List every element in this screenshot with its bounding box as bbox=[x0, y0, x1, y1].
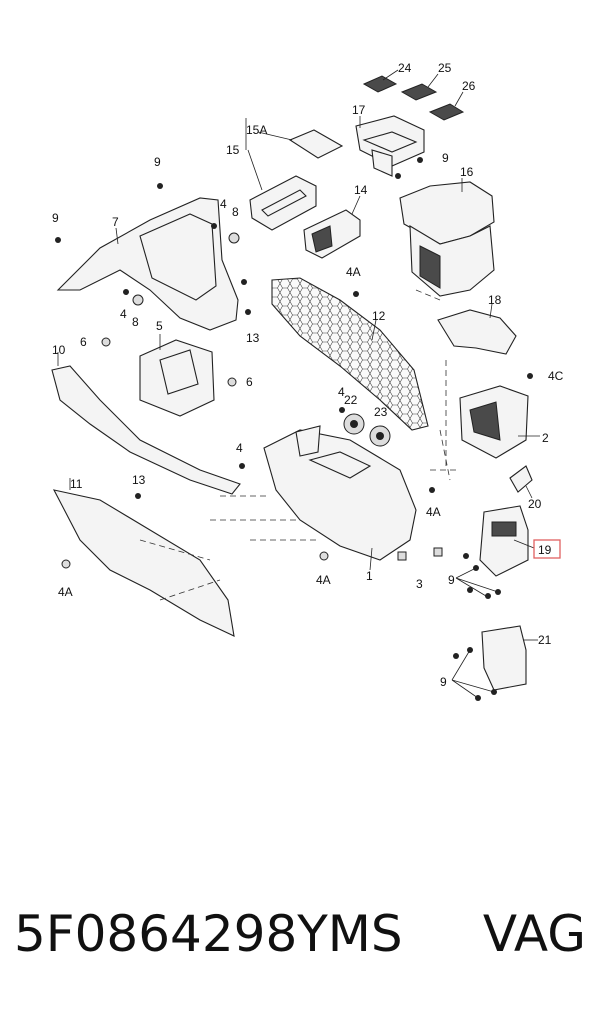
callout-4-center: 4 bbox=[338, 385, 345, 399]
callout-9-vent: 9 bbox=[448, 573, 455, 587]
callout-18: 18 bbox=[488, 293, 502, 307]
part-5-gear-housing bbox=[139, 334, 215, 417]
callout-16: 16 bbox=[460, 165, 474, 179]
callout-21: 21 bbox=[538, 633, 552, 647]
callout-14: 14 bbox=[354, 183, 368, 197]
callout-4A-top: 4A bbox=[346, 265, 361, 279]
callout-4A-center: 4A bbox=[316, 573, 331, 587]
callout-15A: 15A bbox=[246, 123, 267, 137]
callout-25: 25 bbox=[438, 61, 452, 75]
callout-6-right: 6 bbox=[246, 375, 253, 389]
part-25-mat bbox=[400, 73, 439, 101]
callout-2: 2 bbox=[542, 431, 549, 445]
part-10-trim-strip bbox=[51, 352, 241, 495]
callout-22: 22 bbox=[344, 393, 358, 407]
brand-label: VAG bbox=[482, 905, 586, 963]
part-14-bracket bbox=[303, 195, 361, 259]
callout-10: 10 bbox=[52, 343, 66, 357]
callout-8-top: 8 bbox=[232, 205, 239, 219]
callout-1: 1 bbox=[366, 569, 373, 583]
part-1-center-console bbox=[263, 425, 417, 571]
part-26-mat bbox=[428, 91, 465, 121]
callout-26: 26 bbox=[462, 79, 476, 93]
callout-4-low: 4 bbox=[236, 441, 243, 455]
part-11-side-trim bbox=[52, 478, 235, 637]
part-15-cupholder bbox=[245, 118, 344, 231]
callout-4C: 4C bbox=[548, 369, 564, 383]
part-number: 5F0864298YMS bbox=[14, 905, 403, 963]
part-19-rear-vent bbox=[479, 505, 561, 577]
part-2-bracket bbox=[459, 385, 540, 459]
callout-17: 17 bbox=[352, 103, 366, 117]
part-17-storage-tray bbox=[355, 115, 425, 177]
part-24-mat bbox=[362, 69, 399, 93]
callout-24: 24 bbox=[398, 61, 412, 75]
part-23-pad bbox=[369, 425, 391, 447]
callout-9-bottom: 9 bbox=[440, 675, 447, 689]
callout-9-top: 9 bbox=[442, 151, 449, 165]
callout-13-top: 13 bbox=[246, 331, 260, 345]
callout-13-low: 13 bbox=[132, 473, 146, 487]
callout-4-top: 4 bbox=[220, 197, 227, 211]
callout-20: 20 bbox=[528, 497, 542, 511]
part-16-armrest bbox=[399, 178, 495, 297]
callout-12: 12 bbox=[372, 309, 386, 323]
part-20-clip bbox=[509, 465, 533, 499]
part-12-side-panel bbox=[271, 277, 429, 431]
exploded-parts-diagram: 24 25 26 17 15A 15 9 16 9 14 4 8 9 7 4A … bbox=[51, 61, 564, 701]
callout-7: 7 bbox=[112, 215, 119, 229]
part-7-front-console bbox=[56, 197, 239, 331]
assembly-guide-lines bbox=[139, 289, 460, 601]
callout-15: 15 bbox=[226, 143, 240, 157]
part-21-rear-trim bbox=[481, 625, 538, 691]
callout-6-left: 6 bbox=[80, 335, 87, 349]
callout-9-far-left: 9 bbox=[52, 211, 59, 225]
callout-5: 5 bbox=[156, 319, 163, 333]
callout-4-mid: 4 bbox=[120, 307, 127, 321]
callout-9-left: 9 bbox=[154, 155, 161, 169]
part-18-cover bbox=[437, 303, 517, 355]
callout-4A-left: 4A bbox=[58, 585, 73, 599]
callout-19: 19 bbox=[538, 543, 552, 557]
callout-4A-right: 4A bbox=[426, 505, 441, 519]
fasteners bbox=[55, 157, 533, 701]
callout-23: 23 bbox=[374, 405, 388, 419]
part-22-pad bbox=[343, 413, 365, 435]
caption-bar: 5F0864298YMS VAG bbox=[14, 905, 594, 975]
callout-3: 3 bbox=[416, 577, 423, 591]
callout-8-mid: 8 bbox=[132, 315, 139, 329]
callout-11: 11 bbox=[70, 477, 83, 491]
callout-labels: 24 25 26 17 15A 15 9 16 9 14 4 8 9 7 4A … bbox=[52, 61, 564, 689]
